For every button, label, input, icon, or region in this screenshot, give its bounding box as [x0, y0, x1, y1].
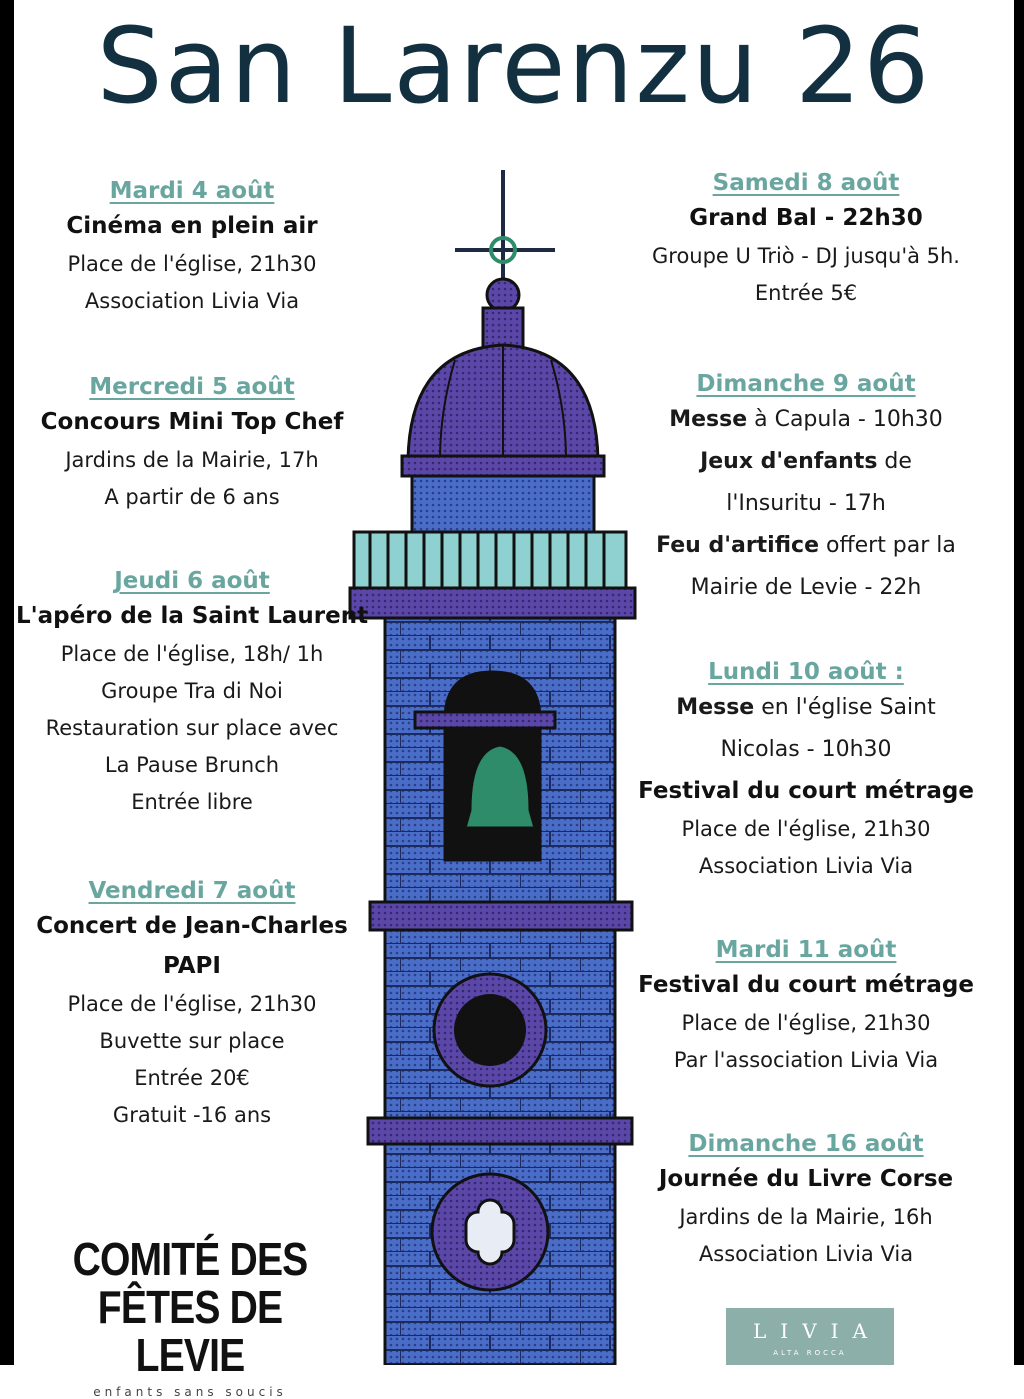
event-date: Mercredi 5 août [89, 374, 295, 400]
event-mardi-4: Mardi 4 août Cinéma en plein air Place d… [14, 176, 370, 320]
event-date: Mardi 11 août [715, 937, 897, 963]
event-highlight: Jeux d'enfants [700, 449, 878, 474]
event-organizer: Par l'association Livia Via [673, 1048, 939, 1072]
event-location: Place de l'église, 21h30 [67, 992, 317, 1016]
event-date: Vendredi 7 août [88, 878, 296, 904]
event-name: Grand Bal - 22h30 [689, 205, 923, 231]
event-info: Entrée 20€ [134, 1066, 250, 1090]
event-line: Nicolas - 10h30 [720, 737, 892, 762]
event-highlight: Messe [669, 407, 748, 432]
event-location: Place de l'église, 21h30 [67, 252, 317, 276]
event-line: Feu d'artifice offert par la [628, 525, 984, 567]
event-info: Entrée 5€ [754, 281, 858, 305]
event-info: Groupe U Triò - DJ jusqu'à 5h. [652, 244, 960, 268]
event-name: Cinéma en plein air [66, 213, 318, 239]
event-highlight: Messe [676, 695, 755, 720]
event-date: Lundi 10 août : [708, 659, 904, 685]
event-lundi-10: Lundi 10 août : Messe en l'église Saint … [628, 657, 984, 885]
event-text: de [877, 449, 912, 474]
event-mardi-11: Mardi 11 août Festival du court métrage … [628, 935, 984, 1079]
event-name: Journée du Livre Corse [658, 1166, 954, 1192]
event-jeudi-6: Jeudi 6 août L'apéro de la Saint Laurent… [14, 566, 370, 821]
event-location: Place de l'église, 18h/ 1h [60, 642, 324, 666]
event-text: en l'église Saint [754, 695, 936, 720]
event-info: Restauration sur place avec [45, 716, 339, 740]
event-line: Jeux d'enfants de [628, 441, 984, 483]
livia-alta-rocca-logo: LIVIA ALTA ROCCA [726, 1308, 894, 1365]
event-name: Festival du court métrage [638, 778, 974, 804]
event-name: L'apéro de la Saint Laurent [15, 603, 369, 629]
event-name: Concours Mini Top Chef [40, 409, 344, 435]
event-vendredi-7: Vendredi 7 août Concert de Jean-Charles … [14, 876, 370, 1134]
event-dimanche-16: Dimanche 16 août Journée du Livre Corse … [628, 1129, 984, 1273]
event-date: Jeudi 6 août [114, 568, 270, 594]
event-line: Messe à Capula - 10h30 [628, 399, 984, 441]
event-line: Mairie de Levie - 22h [690, 575, 922, 600]
event-line: l'Insuritu - 17h [726, 491, 886, 516]
event-date: Dimanche 16 août [688, 1131, 924, 1157]
event-line: Messe en l'église Saint [628, 687, 984, 729]
event-organizer: Association Livia Via [698, 854, 914, 878]
logo-text-line1: COMITÉ DES [72, 1233, 309, 1285]
event-highlight: Feu d'artifice [656, 533, 819, 558]
event-date: Samedi 8 août [712, 170, 900, 196]
event-location: Place de l'église, 21h30 [681, 817, 931, 841]
event-samedi-8: Samedi 8 août Grand Bal - 22h30 Groupe U… [628, 168, 984, 312]
event-info: Groupe Tra di Noi [101, 679, 283, 703]
event-text: offert par la [819, 533, 956, 558]
event-info: A partir de 6 ans [104, 485, 280, 509]
event-info: Entrée libre [131, 790, 253, 814]
event-mercredi-5: Mercredi 5 août Concours Mini Top Chef J… [14, 372, 370, 516]
event-location: Place de l'église, 21h30 [681, 1011, 931, 1035]
event-info: La Pause Brunch [104, 753, 280, 777]
event-date: Dimanche 9 août [696, 371, 916, 397]
livia-logo-text: LIVIA [753, 1319, 881, 1343]
event-dimanche-9: Dimanche 9 août Messe à Capula - 10h30 J… [628, 369, 984, 609]
livia-logo-subtext: ALTA ROCCA [773, 1349, 847, 1357]
event-organizer: Association Livia Via [84, 289, 300, 313]
poster-title: San Larenzu 26 [96, 5, 932, 127]
right-border [1014, 0, 1024, 1365]
event-name: Festival du court métrage [638, 972, 974, 998]
event-organizer: Association Livia Via [698, 1242, 914, 1266]
event-location: Jardins de la Mairie, 16h [679, 1205, 933, 1229]
event-text: à Capula - 10h30 [747, 407, 943, 432]
event-name: Concert de Jean-Charles [36, 913, 348, 939]
event-name-line2: PAPI [163, 953, 221, 979]
event-date: Mardi 4 août [109, 178, 275, 204]
comite-des-fetes-logo: COMITÉ DES FÊTES DE LEVIE enfants sans s… [40, 1235, 340, 1399]
bell-tower-illustration [348, 170, 637, 1365]
event-location: Jardins de la Mairie, 17h [65, 448, 319, 472]
event-info: Gratuit -16 ans [112, 1103, 272, 1127]
left-border [0, 0, 14, 1365]
event-info: Buvette sur place [99, 1029, 285, 1053]
logo-tagline: enfants sans soucis [93, 1385, 287, 1399]
